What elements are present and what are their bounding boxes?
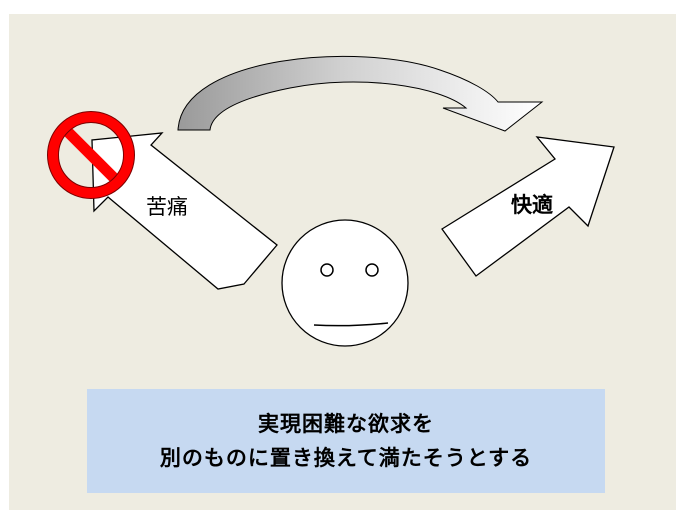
pain-label: 苦痛 [146,195,188,219]
caption-line-2: 別のものに置き換えて満たそうとする [159,446,533,470]
caption-line-1: 実現困難な欲求を [258,412,434,436]
caption-box: 実現困難な欲求を 別のものに置き換えて満たそうとする [87,389,605,493]
neutral-face-icon [281,219,409,347]
comfort-arrow [441,136,615,277]
no-entry-icon [47,111,135,199]
curved-transfer-arrow [177,55,544,132]
comfort-label: 快適 [511,193,553,217]
pain-arrow [91,132,278,290]
